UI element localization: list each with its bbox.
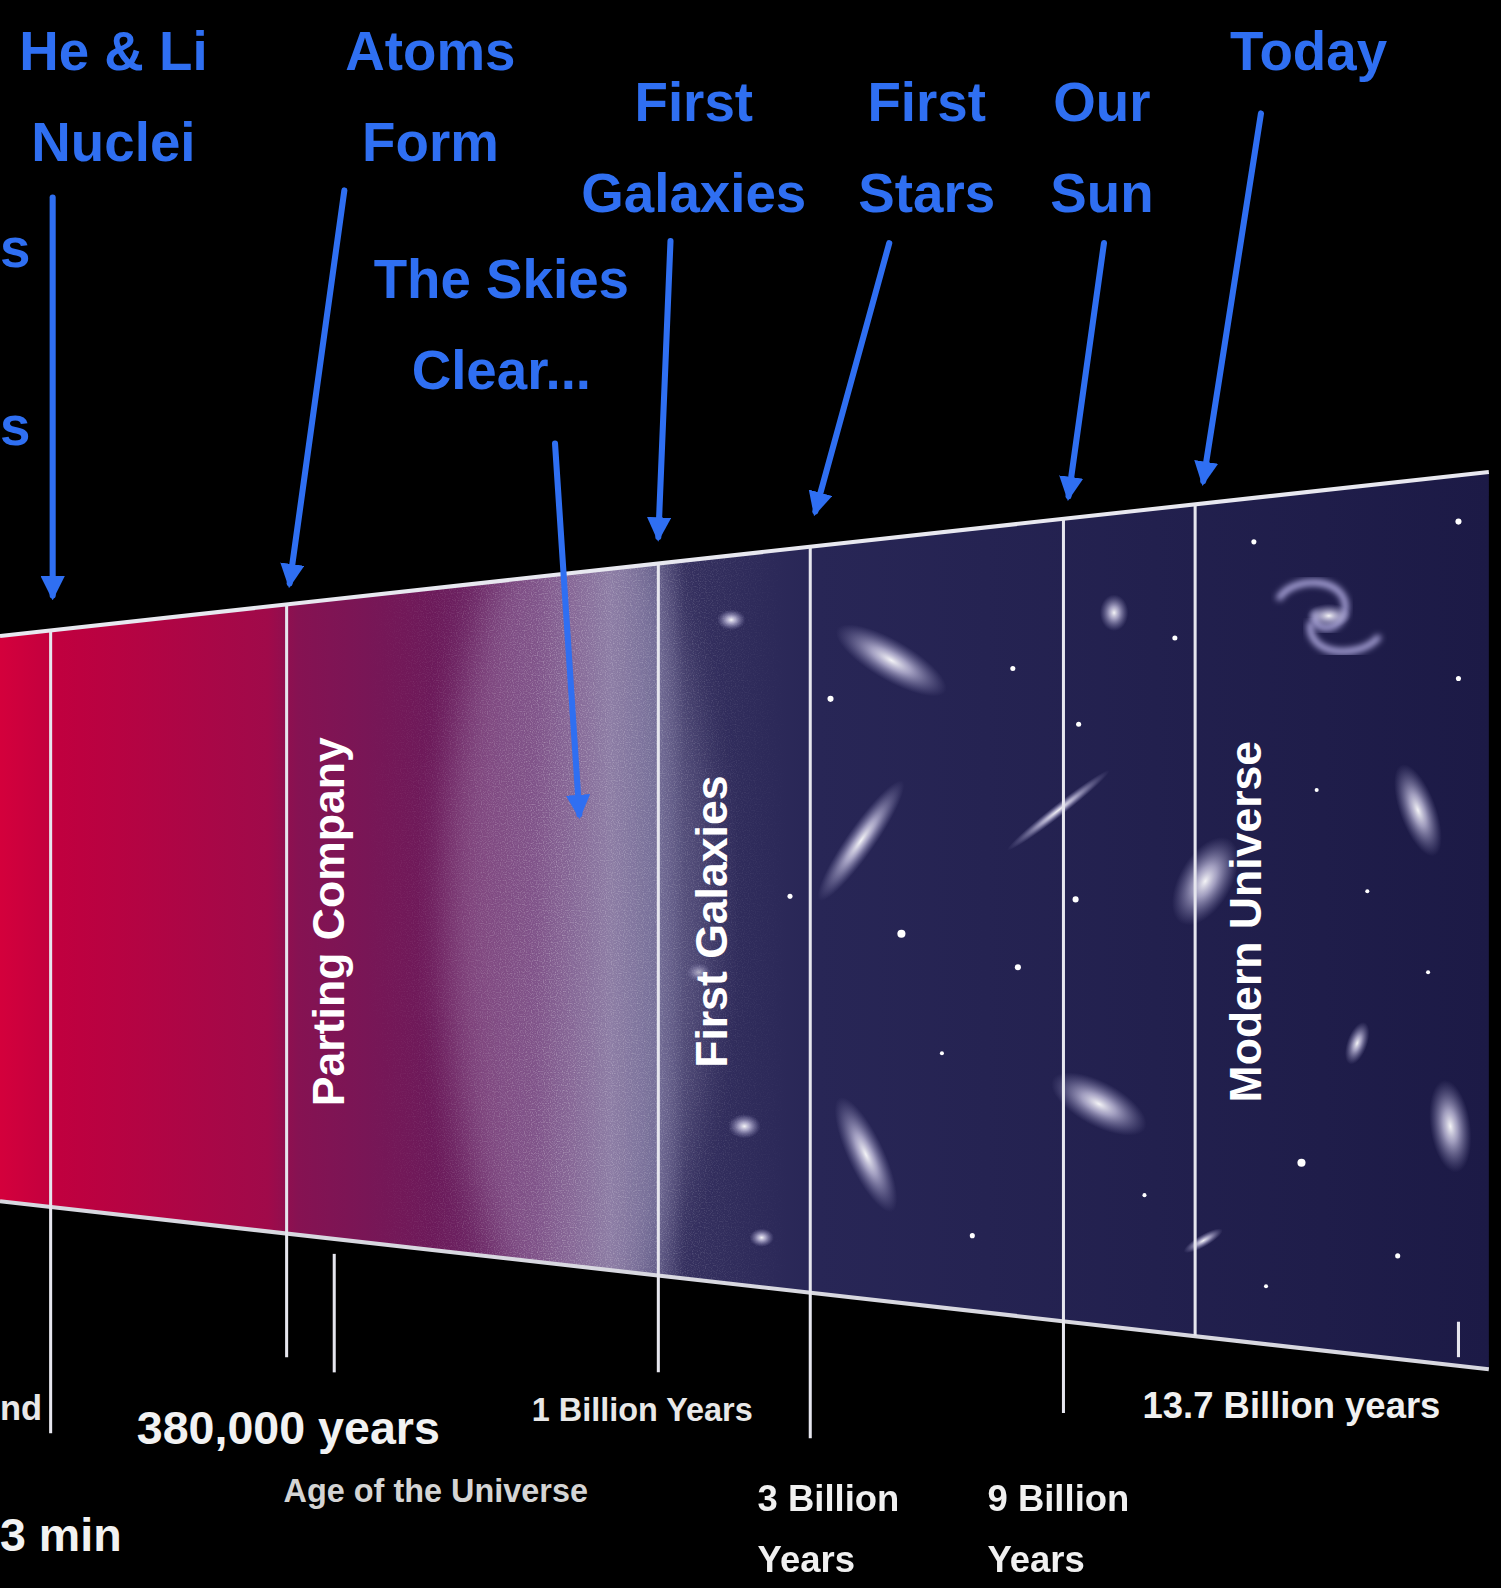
- time-label: 3 Billion Years: [758, 1469, 971, 1588]
- event-label: The Skies Clear...: [349, 233, 653, 415]
- time-label: 9 Billion Years: [987, 1469, 1200, 1588]
- pointer-arrow: [555, 444, 579, 815]
- galaxy: [1042, 1060, 1156, 1149]
- time-label: nd: [0, 1388, 42, 1429]
- event-label: s: [0, 203, 30, 294]
- star: [1010, 666, 1015, 671]
- era-segment: Parting Company: [294, 648, 365, 1195]
- tick-line: [1457, 1322, 1460, 1357]
- era-dividers: [51, 504, 1459, 1438]
- star: [1395, 1253, 1400, 1258]
- galaxy: [1424, 1077, 1477, 1175]
- era-title: Modern Universe: [1220, 741, 1271, 1103]
- event-label: s: [0, 380, 30, 471]
- star: [1315, 788, 1319, 792]
- galaxy: [1100, 595, 1128, 631]
- event-label: He & Li Nuclei: [0, 5, 227, 187]
- pointer-arrow: [290, 190, 345, 583]
- tick-line: [333, 1254, 336, 1372]
- pointer-arrow: [815, 243, 889, 511]
- galaxy: [1340, 1019, 1374, 1068]
- star: [1251, 539, 1256, 544]
- divider-line: [49, 630, 52, 1433]
- band-edge: [0, 1201, 1489, 1369]
- star: [1015, 964, 1021, 970]
- time-label: 13.7 Billion years: [1142, 1384, 1440, 1429]
- divider-line: [1194, 504, 1197, 1336]
- star: [970, 1233, 975, 1238]
- spiral-galaxy: [1278, 582, 1379, 651]
- pointer-arrow: [1203, 113, 1261, 481]
- galaxy: [827, 611, 956, 709]
- star: [1073, 896, 1079, 902]
- event-label: First Galaxies: [562, 56, 825, 238]
- pointer-arrow: [50, 197, 56, 595]
- star: [1172, 636, 1177, 641]
- galaxy: [1384, 758, 1452, 862]
- galaxy: [807, 773, 914, 909]
- star: [940, 1051, 944, 1055]
- time-label: 380,000 years: [137, 1400, 440, 1457]
- galaxy: [1004, 766, 1114, 855]
- galaxy: [749, 1229, 773, 1247]
- event-label: Atoms Form: [319, 5, 542, 187]
- star: [1365, 889, 1369, 893]
- event-label: Our Sun: [1026, 56, 1178, 238]
- galaxies: [687, 519, 1477, 1289]
- event-label: First Stars: [836, 56, 1018, 238]
- star: [1456, 676, 1461, 681]
- star: [787, 894, 792, 899]
- band-edge: [0, 472, 1489, 636]
- divider-line: [285, 605, 288, 1358]
- galaxy: [823, 1090, 909, 1219]
- star: [1142, 1193, 1146, 1197]
- star: [827, 696, 833, 702]
- star: [1076, 722, 1081, 727]
- time-label: 3 min: [0, 1506, 122, 1563]
- time-label: 1 Billion Years: [532, 1390, 753, 1431]
- divider-line: [809, 547, 812, 1438]
- pointer-arrow: [1069, 243, 1104, 496]
- divider-line: [657, 563, 660, 1372]
- star: [1455, 519, 1461, 525]
- galaxy: [717, 610, 745, 630]
- star: [1297, 1159, 1305, 1167]
- stars: [787, 519, 1461, 1289]
- era-segment: Modern Universe: [1210, 608, 1281, 1236]
- star: [1264, 1284, 1268, 1288]
- star: [1426, 970, 1430, 974]
- time-label: Age of the Universe: [284, 1471, 588, 1512]
- galaxy: [1181, 1224, 1226, 1257]
- mist-grain: [365, 456, 790, 1317]
- spiral-core: [1307, 604, 1352, 628]
- pointer-arrow: [658, 241, 670, 537]
- era-title: First Galaxies: [687, 776, 738, 1068]
- galaxy: [728, 1114, 760, 1138]
- event-label: Today: [1207, 5, 1410, 96]
- era-segment: First Galaxies: [677, 638, 748, 1205]
- divider-line: [1062, 519, 1065, 1413]
- era-title: Parting Company: [304, 737, 355, 1106]
- star: [897, 930, 905, 938]
